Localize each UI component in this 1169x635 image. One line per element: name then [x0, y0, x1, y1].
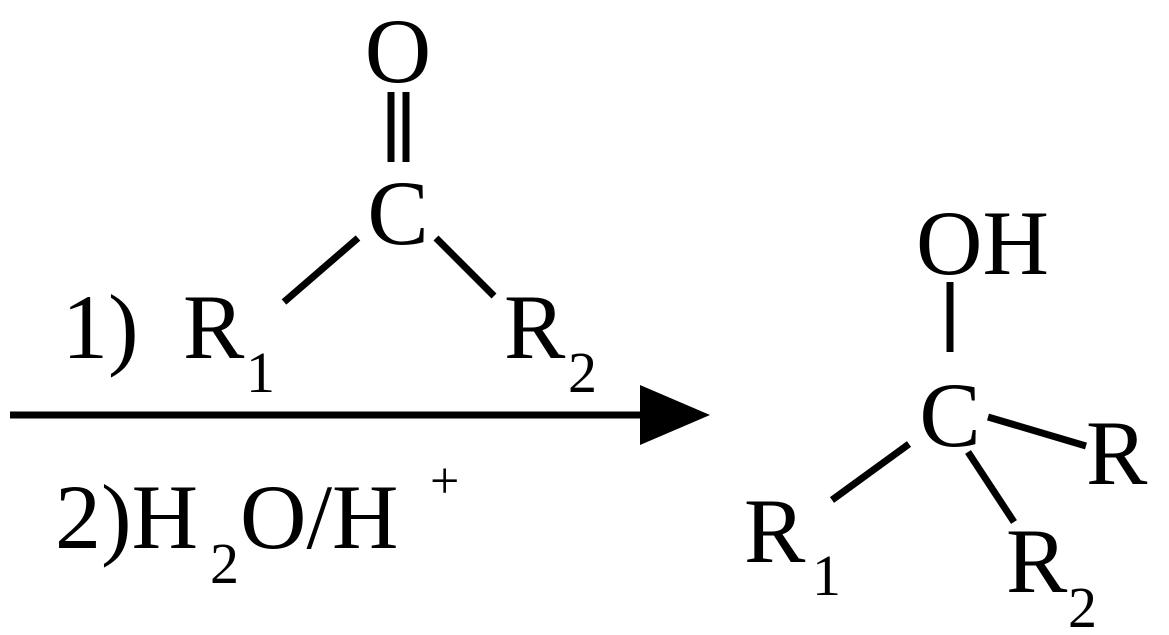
step-1-reagent: 1) O C R 1 R 2: [62, 0, 597, 405]
ketone-substituent-r1: R: [183, 276, 245, 378]
product-substituent-r2-subscript: 2: [1068, 575, 1097, 635]
step-2-prefix: 2)H: [55, 466, 198, 568]
ketone-substituent-r2: R: [504, 276, 566, 378]
product-bond-r: [987, 413, 1087, 450]
ketone-bond-r2: [433, 235, 497, 299]
step-2-water-subscript: 2: [210, 531, 239, 596]
product-hydroxyl: OH: [916, 192, 1049, 294]
product-substituent-r: R: [1086, 402, 1148, 504]
product-carbon: C: [919, 364, 980, 466]
product-substituent-r2: R: [1006, 510, 1068, 612]
ketone-bond-r1: [281, 235, 361, 305]
reaction-arrow: [10, 385, 710, 445]
step-2-reagent: 2)H 2 O/H +: [55, 453, 459, 596]
product-substituent-r1-subscript: 1: [812, 543, 841, 608]
ketone-substituent-r1-subscript: 1: [246, 340, 275, 405]
step-2-acid: O/H: [240, 466, 398, 568]
ketone-substituent-r2-subscript: 2: [568, 340, 597, 405]
ketone-oxygen: O: [365, 0, 431, 102]
step-1-label: 1): [62, 276, 139, 378]
product-alcohol: OH C R R 1 R 2: [744, 192, 1148, 635]
step-2-charge: +: [430, 453, 459, 510]
product-bond-r1: [829, 441, 912, 503]
product-substituent-r1: R: [744, 480, 806, 582]
arrow-head: [640, 385, 710, 445]
product-bond-r2: [965, 450, 1017, 524]
ketone-carbon: C: [367, 162, 428, 264]
